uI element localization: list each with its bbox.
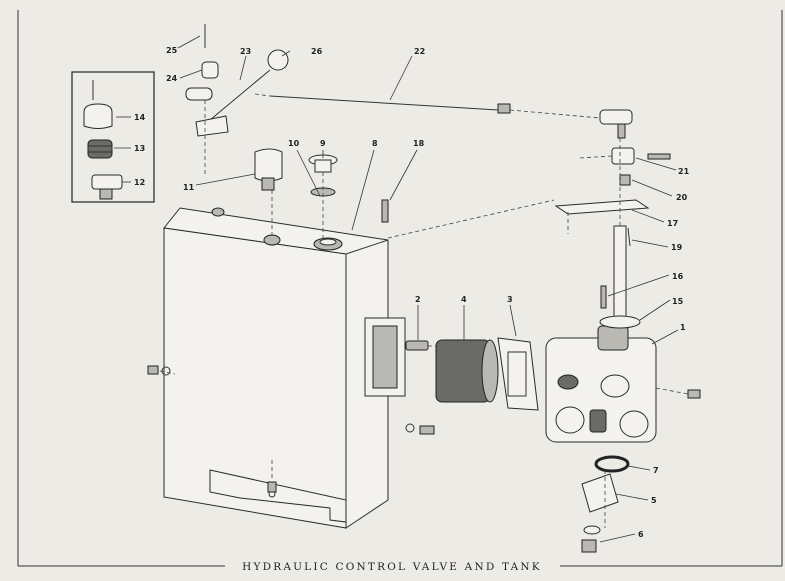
clevis-part-20 [611, 147, 635, 186]
control-valve-body [545, 325, 657, 443]
label-part-3: 3 [507, 295, 513, 304]
part-labels: 14 13 12 11 10 9 8 18 22 23 26 25 24 21 … [134, 46, 690, 539]
label-part-1: 1 [680, 323, 686, 332]
label-part-17: 17 [667, 219, 678, 228]
filter-part-13 [87, 139, 113, 159]
label-part-19: 19 [671, 243, 683, 252]
label-part-23: 23 [240, 47, 251, 56]
cap-part-14 [83, 80, 113, 129]
diagram-caption: HYDRAULIC CONTROL VALVE AND TANK [242, 561, 542, 573]
bolt-part-18 [381, 199, 389, 223]
label-part-8: 8 [372, 139, 378, 148]
label-part-24: 24 [166, 74, 178, 83]
tube-part-2 [405, 340, 429, 351]
page-frame [17, 10, 783, 567]
label-part-4: 4 [461, 295, 467, 304]
hydraulic-tank [163, 207, 406, 529]
pin-part-19 [627, 227, 631, 247]
linkage-rod-part-22 [269, 95, 633, 139]
o-ring-part-7 [594, 455, 630, 473]
label-part-26: 26 [311, 47, 323, 56]
plug-part-6 [581, 525, 601, 553]
knob-part-26 [267, 49, 289, 71]
base-part-12 [91, 174, 123, 200]
label-part-21: 21 [678, 167, 690, 176]
label-part-10: 10 [288, 139, 300, 148]
label-part-14: 14 [134, 113, 146, 122]
cover-plate-part-5 [581, 473, 619, 513]
breather-cap-part-11 [254, 148, 283, 191]
bolt-part-21 [647, 153, 671, 160]
label-part-6: 6 [638, 530, 644, 539]
leader-lines [114, 35, 679, 543]
gasket-part-3 [497, 337, 539, 411]
label-part-2: 2 [415, 295, 421, 304]
label-part-18: 18 [413, 139, 425, 148]
label-part-20: 20 [676, 193, 688, 202]
bushing-part-24 [201, 61, 219, 79]
label-part-16: 16 [672, 272, 684, 281]
label-part-5: 5 [651, 496, 657, 505]
lever-part-23 [185, 69, 271, 137]
label-part-22: 22 [414, 47, 425, 56]
label-part-9: 9 [320, 139, 326, 148]
label-part-13: 13 [134, 144, 145, 153]
label-part-11: 11 [183, 183, 195, 192]
bolt-part-16 [600, 285, 607, 309]
label-part-12: 12 [134, 178, 145, 187]
detail-inset-box [71, 71, 155, 203]
filter-element-part-4 [435, 339, 499, 403]
bracket-part-17 [554, 199, 650, 215]
label-part-25: 25 [166, 46, 178, 55]
label-part-15: 15 [672, 297, 684, 306]
label-part-7: 7 [653, 466, 659, 475]
shaft-part-15 [599, 225, 641, 329]
assembly-center-lines [159, 93, 689, 528]
tank-side-fasteners [147, 365, 701, 435]
